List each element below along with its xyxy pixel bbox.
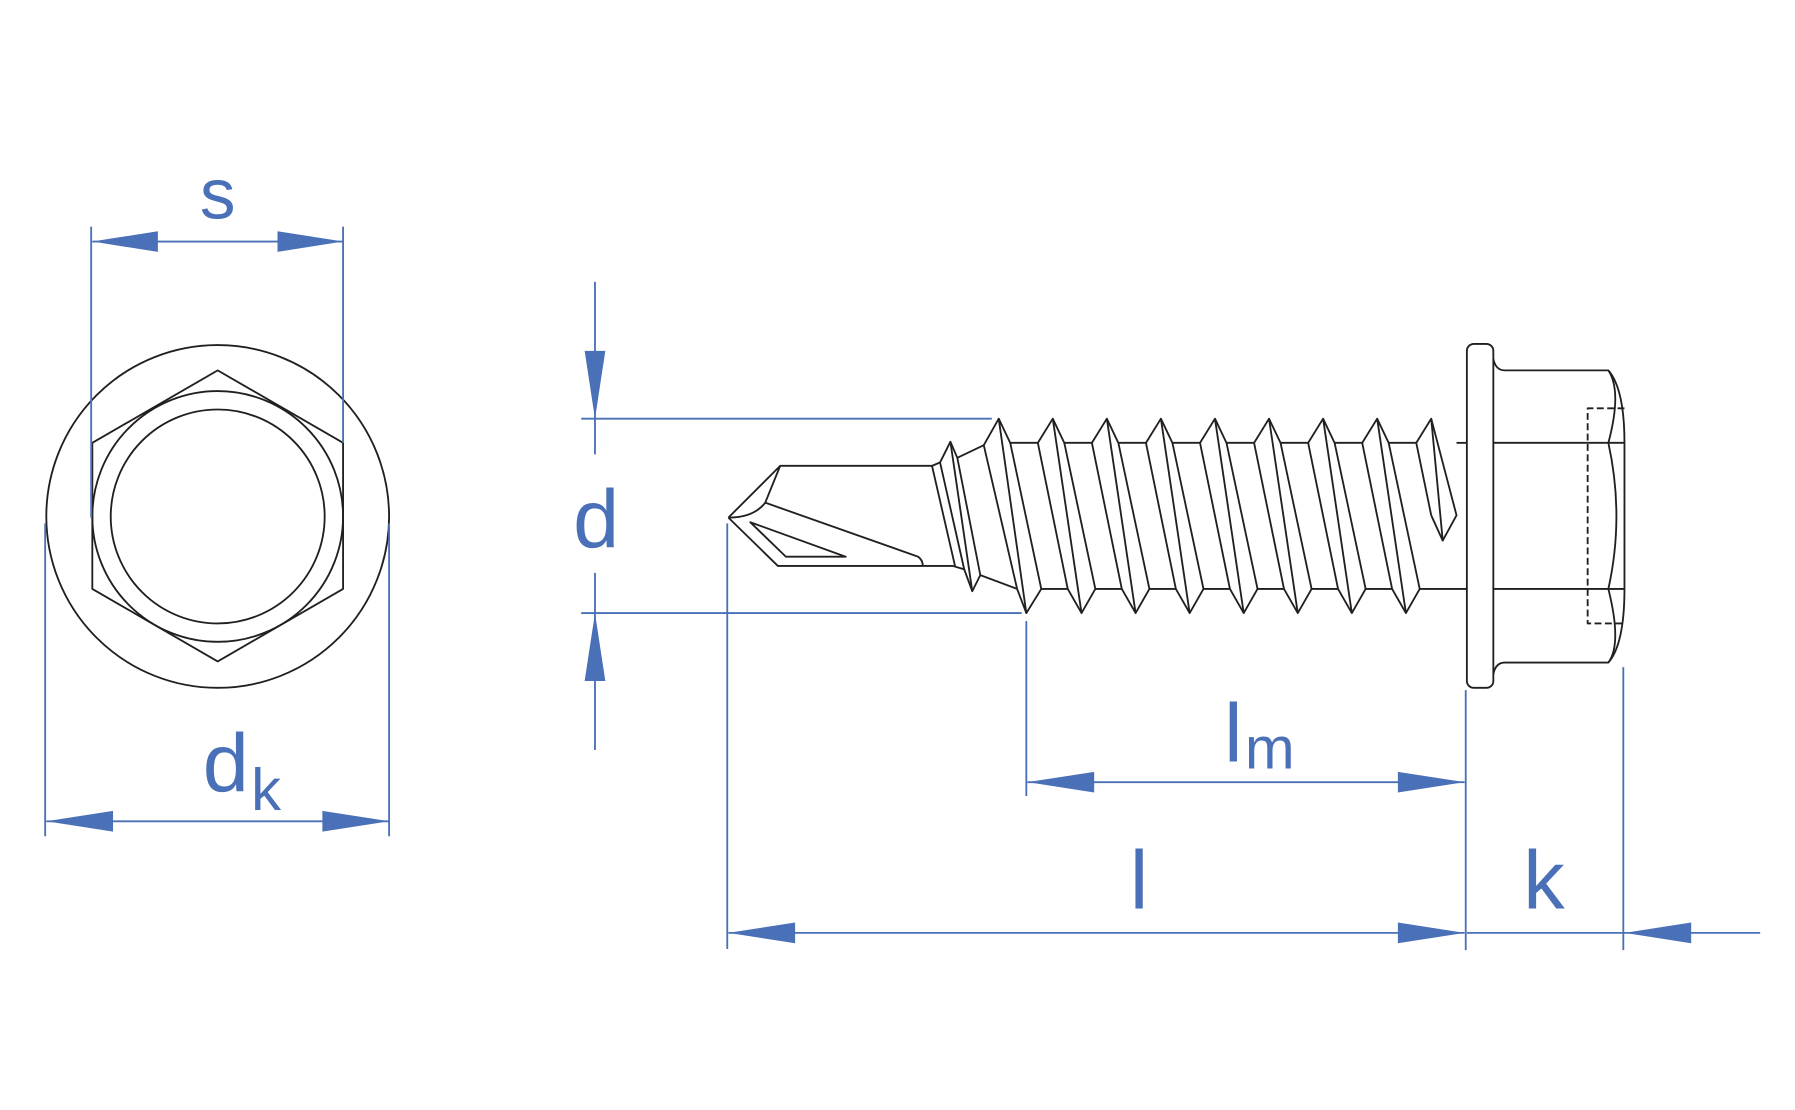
screw-top-profile [727, 417, 1458, 542]
dimension-dk: dk [44, 523, 391, 837]
dimension-k: k [1466, 667, 1761, 951]
label-k: k [1523, 834, 1565, 927]
dimension-lm: lm [1025, 621, 1467, 951]
dimension-d: d [573, 281, 1022, 750]
label-l: l [1130, 834, 1148, 927]
label-dk: dk [203, 716, 281, 822]
label-s: s [200, 155, 236, 235]
label-lm: lm [1224, 686, 1295, 781]
screw-bottom-profile [727, 516, 1467, 615]
inner-circle [109, 408, 326, 625]
dimension-l: l [726, 523, 1465, 949]
screw-side-view [727, 343, 1626, 689]
head-end-view [45, 344, 391, 689]
hex-chamfer-circle [91, 390, 344, 643]
hex-outline [91, 369, 344, 663]
washer-flange [1465, 343, 1495, 689]
label-d: d [573, 473, 619, 566]
hex-head [1492, 358, 1626, 675]
dimension-s: s [90, 155, 344, 518]
washer-circle [45, 344, 391, 689]
